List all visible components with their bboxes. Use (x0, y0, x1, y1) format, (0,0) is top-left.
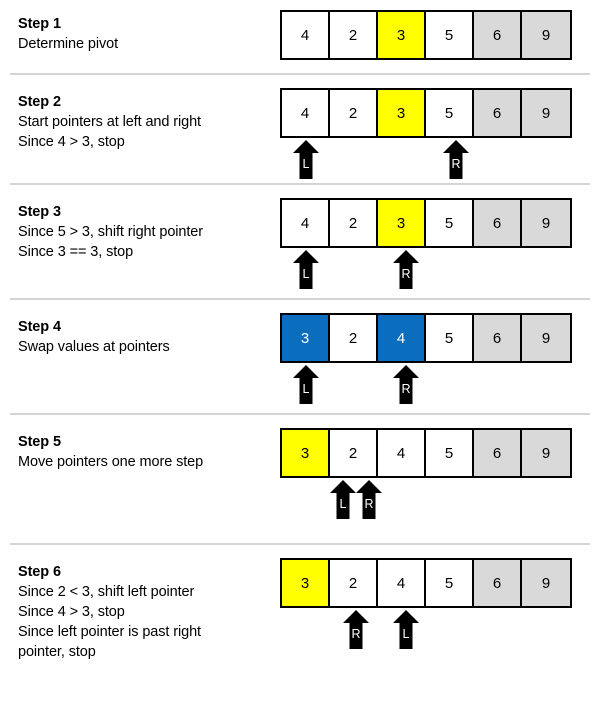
array-cell[interactable]: 6 (474, 315, 522, 361)
right-pointer-arrow-icon: R (443, 140, 469, 179)
section-divider (10, 73, 590, 75)
array-cell[interactable]: 9 (522, 430, 570, 476)
array-cell[interactable]: 5 (426, 12, 474, 58)
array-cell[interactable]: 4 (282, 200, 330, 246)
right-pointer-arrow-icon: R (393, 365, 419, 404)
array-cell[interactable]: 3 (378, 200, 426, 246)
step-description-line: Since 4 > 3, stop (18, 134, 125, 150)
step-title: Step 6 (18, 564, 61, 580)
section-divider (10, 543, 590, 545)
array-cell[interactable]: 4 (378, 430, 426, 476)
right-pointer-arrow-icon: R (356, 480, 382, 519)
array-cell[interactable]: 6 (474, 12, 522, 58)
step-title: Step 3 (18, 204, 61, 220)
right-pointer-arrow-icon: R (393, 250, 419, 289)
step-description-line: Move pointers one more step (18, 454, 204, 470)
right-pointer-arrow-icon: R (343, 610, 369, 649)
array-cell[interactable]: 5 (426, 90, 474, 136)
section-divider (10, 298, 590, 300)
left-pointer-arrow-icon: L (293, 250, 319, 289)
array-cell[interactable]: 9 (522, 90, 570, 136)
step-title: Step 1 (18, 16, 61, 32)
step-title: Step 4 (18, 319, 61, 335)
left-pointer-arrow-icon: L (293, 365, 319, 404)
array-cell[interactable]: 6 (474, 560, 522, 606)
array-cell[interactable]: 3 (378, 12, 426, 58)
array-cell[interactable]: 5 (426, 560, 474, 606)
step-description-line: Swap values at pointers (18, 339, 170, 355)
array-cell[interactable]: 4 (282, 12, 330, 58)
array-cell[interactable]: 4 (282, 90, 330, 136)
left-pointer-arrow-icon: L (293, 140, 319, 179)
array-cell[interactable]: 2 (330, 315, 378, 361)
array-cell[interactable]: 2 (330, 430, 378, 476)
array-cell[interactable]: 2 (330, 90, 378, 136)
step-description-line: Since 3 == 3, stop (18, 244, 134, 260)
array-cell[interactable]: 3 (378, 90, 426, 136)
section-divider (10, 183, 590, 185)
array-cell[interactable]: 5 (426, 315, 474, 361)
array-cell[interactable]: 6 (474, 90, 522, 136)
array-cell[interactable]: 5 (426, 430, 474, 476)
array-cell[interactable]: 2 (330, 200, 378, 246)
step-description-line: pointer, stop (18, 644, 96, 660)
step-description-line: Since 4 > 3, stop (18, 604, 125, 620)
array-cell[interactable]: 9 (522, 12, 570, 58)
step-description: Step 4 Swap values at pointers (18, 317, 268, 357)
array-cell[interactable]: 3 (282, 560, 330, 606)
array-cell[interactable]: 9 (522, 560, 570, 606)
array-cell[interactable]: 6 (474, 430, 522, 476)
array-cell[interactable]: 2 (330, 560, 378, 606)
step-description: Step 5 Move pointers one more step (18, 432, 268, 472)
array-cell[interactable]: 4 (378, 315, 426, 361)
array-cell[interactable]: 4 (378, 560, 426, 606)
array-cell[interactable]: 9 (522, 315, 570, 361)
array-cell[interactable]: 3 (282, 315, 330, 361)
section-divider (10, 413, 590, 415)
step-description-line: Determine pivot (18, 36, 119, 52)
array-cell[interactable]: 6 (474, 200, 522, 246)
step-description-line: Since left pointer is past right (18, 624, 201, 640)
step-description-line: Since 2 < 3, shift left pointer (18, 584, 195, 600)
array-cell[interactable]: 3 (282, 430, 330, 476)
step-description-line: Start pointers at left and right (18, 114, 201, 130)
left-pointer-arrow-icon: L (330, 480, 356, 519)
array-cell[interactable]: 2 (330, 12, 378, 58)
array-cell[interactable]: 9 (522, 200, 570, 246)
step-description-line: Since 5 > 3, shift right pointer (18, 224, 204, 240)
step-title: Step 5 (18, 434, 61, 450)
step-description: Step 1 Determine pivot (18, 14, 268, 54)
array-cell[interactable]: 5 (426, 200, 474, 246)
step-title: Step 2 (18, 94, 61, 110)
left-pointer-arrow-icon: L (393, 610, 419, 649)
